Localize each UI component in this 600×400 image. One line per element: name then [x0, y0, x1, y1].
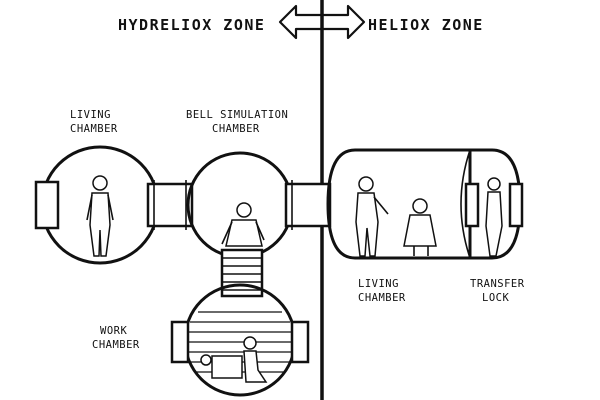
- connector-tunnel: [146, 182, 194, 228]
- work-chamber-label-1: WORK: [100, 325, 127, 337]
- workbench: [211, 355, 243, 379]
- transfer-lock-label-2: LOCK: [482, 292, 509, 304]
- person-figure: [86, 175, 114, 257]
- living-chamber-left-label-2: CHAMBER: [70, 123, 118, 135]
- living-chamber-right-label-1: LIVING: [358, 278, 399, 290]
- bell-chamber-label-1: BELL SIMULATION: [186, 109, 288, 121]
- work-chamber: [170, 283, 310, 397]
- person-figure: [243, 336, 268, 383]
- living-chamber-right-label-2: CHAMBER: [358, 292, 406, 304]
- trunk-passage: [220, 248, 264, 298]
- hydreliox-zone-title: HYDRELIOX ZONE: [118, 16, 265, 34]
- living-chamber-right: [326, 148, 472, 260]
- connector-tunnel: [284, 182, 332, 228]
- person-figure: [403, 198, 437, 256]
- transfer-lock-label-1: TRANSFER: [470, 278, 525, 290]
- person-figure: [221, 202, 265, 247]
- heliox-zone-title: HELIOX ZONE: [368, 16, 484, 34]
- living-chamber-left: [34, 145, 160, 265]
- work-chamber-label-2: CHAMBER: [92, 339, 140, 351]
- transfer-lock: [460, 148, 524, 260]
- living-chamber-left-label-1: LIVING: [70, 109, 111, 121]
- person-figure: [355, 176, 389, 257]
- bell-chamber-label-2: CHAMBER: [212, 123, 260, 135]
- person-figure: [485, 177, 503, 257]
- bell-simulation-chamber: [186, 151, 294, 259]
